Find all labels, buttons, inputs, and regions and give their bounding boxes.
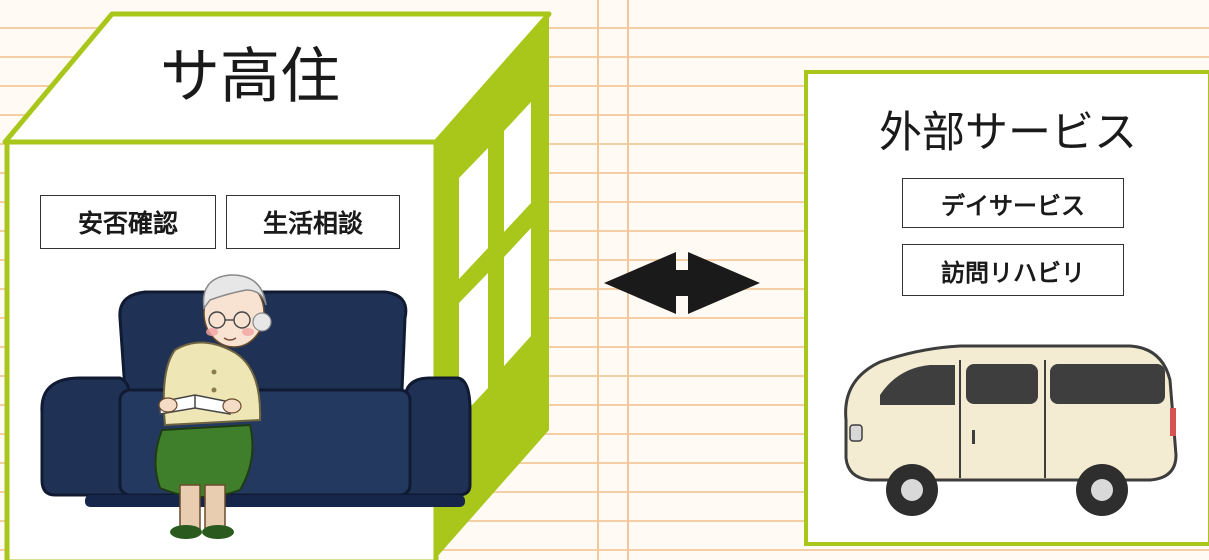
tag-life-consultation: 生活相談: [226, 195, 400, 249]
service-home-rehab: 訪問リハビリ: [902, 244, 1124, 296]
external-title: 外部サービス: [879, 108, 1137, 158]
van-illustration: [844, 344, 1178, 516]
building-title: サ高住: [160, 42, 340, 112]
tag-safety-check: 安否確認: [40, 195, 216, 249]
double-arrow-icon: [604, 252, 760, 314]
service-day-service: デイサービス: [902, 178, 1124, 228]
elderly-woman-reading-illustration: [154, 274, 272, 539]
